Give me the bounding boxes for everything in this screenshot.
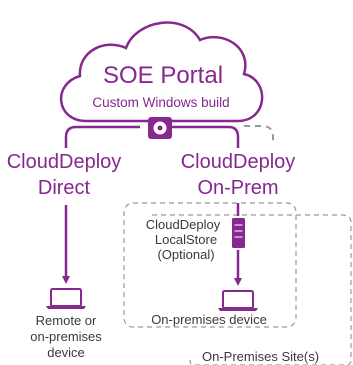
onprem-site-box-back <box>152 214 352 365</box>
disc-icon <box>148 117 172 139</box>
direct-route-line1: CloudDeploy <box>6 151 122 173</box>
onprem-device-label: On-premises device <box>151 312 267 327</box>
cloud-icon <box>60 21 264 123</box>
cloud-subtitle: Custom Windows build <box>92 95 230 110</box>
localstore-line3: (Optional) <box>157 247 215 262</box>
optional-dashed-connector <box>244 125 274 141</box>
remote-device-line2: on-premises <box>30 329 102 344</box>
remote-device-line3: device <box>47 345 85 360</box>
onprem-route-line2: On-Prem <box>197 177 279 199</box>
laptop-icon <box>46 288 86 309</box>
direct-route-line2: Direct <box>37 177 91 199</box>
remote-device-line1: Remote or <box>35 313 97 328</box>
server-icon <box>232 218 245 248</box>
onprem-site-box <box>123 202 297 328</box>
laptop-icon <box>218 290 258 311</box>
onprem-site-label: On-Premises Site(s) <box>202 349 320 364</box>
direct-connector <box>64 125 140 148</box>
localstore-line1: CloudDeploy <box>145 217 221 232</box>
onprem-connector <box>170 125 240 148</box>
localstore-line2: LocalStore <box>154 232 218 247</box>
onprem-route-line1: CloudDeploy <box>180 151 296 173</box>
cloud-title: SOE Portal <box>102 62 224 89</box>
